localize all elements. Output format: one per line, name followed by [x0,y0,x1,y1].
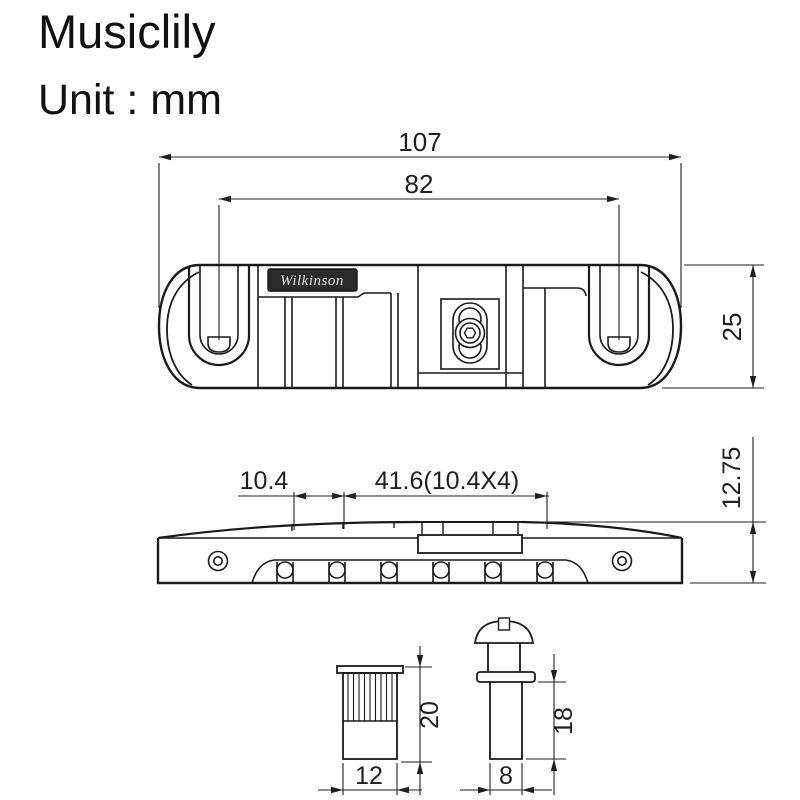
brand-text: Musiclily [38,5,216,58]
dim-stud-length-label: 18 [550,707,578,735]
stud-dimensions: 8 18 [460,654,578,795]
dim-bushing-diameter-label: 12 [355,762,383,790]
dim-stud-spacing-label: 82 [405,169,434,199]
plate-detail-lines [257,266,587,387]
dim-overall-height: 12.75 [540,437,766,584]
tailpiece-side-view [156,520,684,585]
right-stud-slot [587,266,651,367]
side-view-dimensions: 10.4 41.6(10.4X4) 12.75 [238,437,766,584]
logo-text: Wilkinson [280,273,344,289]
dim-body-width-label: 25 [717,313,747,342]
left-stud-slot [187,266,251,367]
dim-stud-spacing: 82 [218,169,620,340]
bushing-dimensions: 12 20 [318,646,444,795]
screw-slot [497,617,511,631]
dim-bushing-length-label: 20 [416,701,444,729]
dim-overall-length-label: 107 [398,127,441,157]
dim-stud-diameter-label: 8 [499,762,513,790]
mount-holes [207,550,633,572]
unit-label: Unit : mm [38,76,222,124]
tailpiece-top-view: Wilkinson [157,263,683,390]
dim-overall-height-label: 12.75 [718,447,746,510]
knurl-ribs [347,673,393,721]
center-block [417,534,523,554]
wilkinson-logo: Wilkinson [267,268,358,292]
dim-string-spacing-label: 10.4 [240,467,289,495]
dim-string-span-label: 41.6(10.4X4) [375,467,520,495]
bushing-figure [336,665,404,760]
saddle-notches [291,521,519,535]
top-view-dimensions: 107 82 25 [158,127,764,389]
dim-overall-length: 107 [158,127,682,308]
dim-body-width: 25 [662,264,764,389]
dim-string-spacing: 10.4 41.6(10.4X4) [238,467,549,530]
intonation-screw [452,302,488,364]
string-holes [276,561,554,583]
stud-figure [473,617,536,760]
